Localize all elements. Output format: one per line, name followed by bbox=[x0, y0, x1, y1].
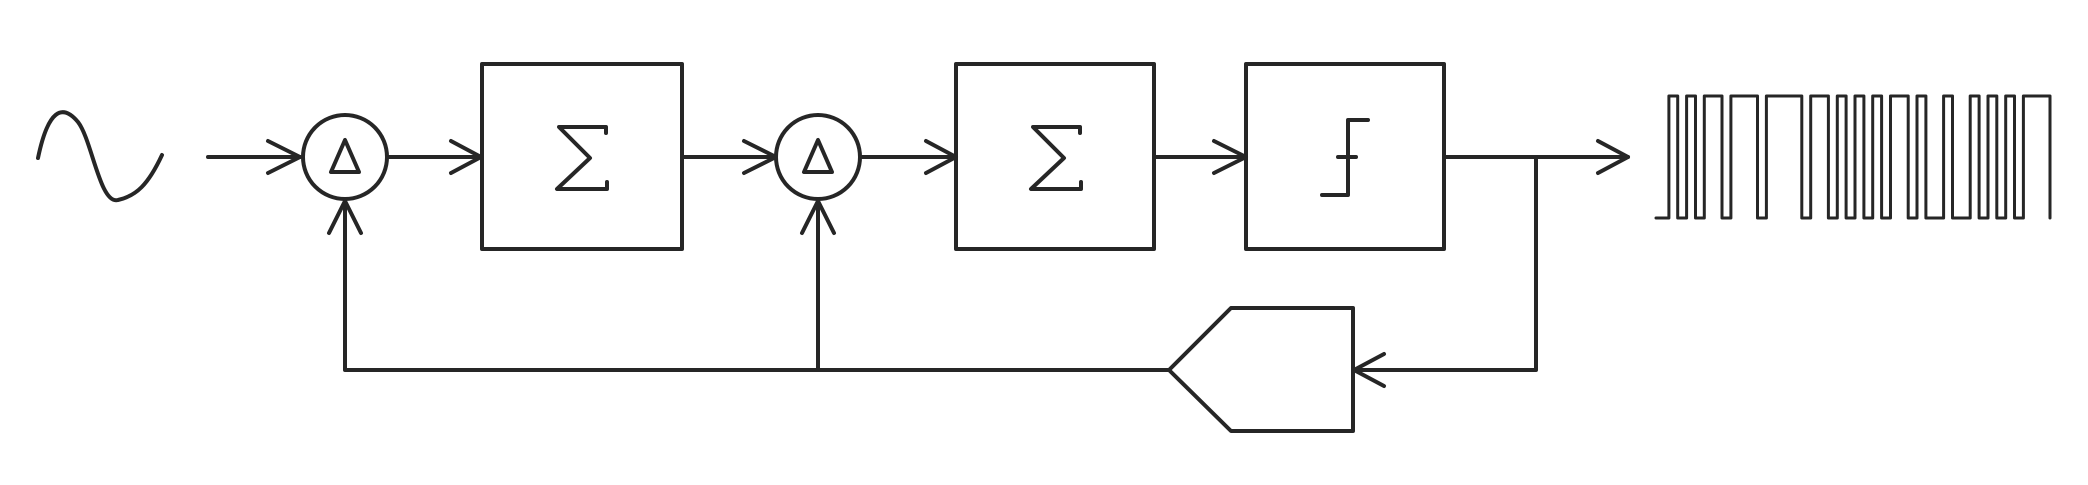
step-quantizer-icon bbox=[1320, 118, 1370, 197]
delta-icon bbox=[802, 138, 834, 174]
sine-wave-icon bbox=[36, 110, 164, 203]
integrator-block-2 bbox=[954, 62, 1156, 251]
output-bitstream bbox=[1654, 94, 2052, 220]
pulse-train-icon bbox=[1654, 94, 2052, 220]
sigma-icon bbox=[1029, 125, 1083, 191]
arrow-integrator2-quantizer bbox=[1152, 139, 1248, 175]
quantizer-block bbox=[1244, 62, 1446, 251]
difference-node-2 bbox=[774, 113, 862, 201]
integrator-block-1 bbox=[480, 62, 684, 251]
arrow-integrator1-node2 bbox=[680, 139, 778, 175]
delta-icon bbox=[329, 138, 361, 174]
arrow-node1-integrator1 bbox=[385, 139, 483, 175]
arrow-node2-integrator2 bbox=[858, 139, 958, 175]
feedback-line bbox=[327, 197, 1171, 372]
difference-node-1 bbox=[301, 113, 389, 201]
input-arrow bbox=[206, 139, 302, 175]
sigma-icon bbox=[555, 125, 609, 191]
feedback-dac-block bbox=[1167, 306, 1355, 433]
pentagon-dac-icon bbox=[1167, 306, 1355, 433]
